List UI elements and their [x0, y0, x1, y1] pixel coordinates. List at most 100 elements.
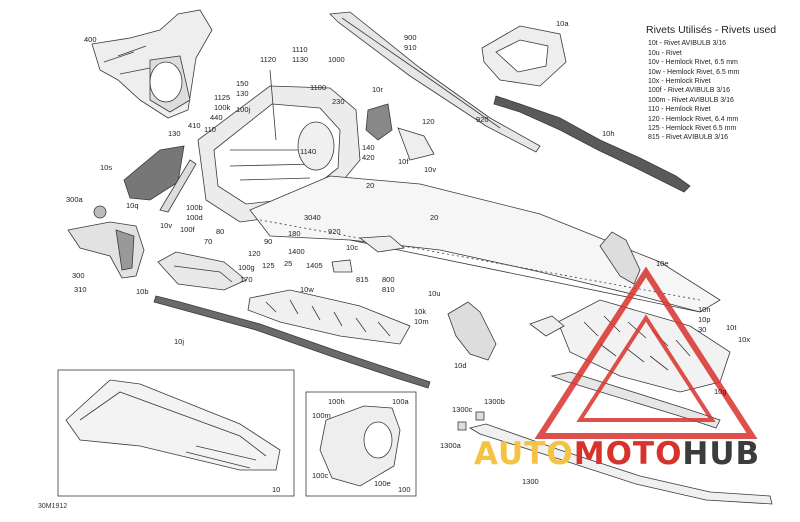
callout-label: 100e: [374, 479, 391, 488]
callout-label: 10c: [346, 243, 359, 252]
knob-300a: [93, 205, 107, 219]
callout-label: 920: [476, 115, 489, 124]
callout-label: 1130: [292, 55, 309, 64]
callout-label: 70: [204, 237, 213, 246]
callout-label: 1300: [522, 477, 539, 486]
callout-label: 10d: [454, 361, 467, 370]
callout-label: 100k: [214, 103, 231, 112]
callout-label: 130: [236, 89, 249, 98]
callout-label: 100b: [186, 203, 203, 212]
callout-label: 400: [84, 35, 97, 44]
callout-label: 10g: [714, 387, 727, 396]
legend-row: 110 - Hemlock Rivet: [648, 106, 711, 114]
plate-10b: [157, 251, 247, 291]
callout-label: 120: [248, 249, 261, 258]
callout-label: 1300a: [440, 441, 461, 450]
callout-label: 310: [74, 285, 87, 294]
callout-label: 130: [168, 129, 181, 138]
inset-tunnel-drawing: [65, 379, 281, 471]
steering-support-400: [91, 9, 213, 119]
callout-label: 100f: [180, 225, 195, 234]
callout-label: 10h: [602, 129, 615, 138]
rivet-legend: Rivets Utilisés - Rivets used 10t - Rive…: [640, 24, 777, 143]
bracket-10d: [447, 301, 497, 361]
callout-label: 140: [362, 143, 375, 152]
legend-row: 10u - Rivet: [648, 49, 682, 57]
callout-label: 10: [272, 485, 281, 494]
legend-row: 10w - Hemlock Rivet, 6.5 mm: [648, 68, 740, 76]
rail-900: [329, 11, 541, 153]
callout-label: 80: [216, 227, 225, 236]
callout-label: 180: [288, 229, 301, 238]
legend-title: Rivets Utilisés - Rivets used: [646, 24, 777, 36]
callout-label: 30: [698, 325, 707, 334]
legend-row: 10v - Hemlock Rivet, 6.5 mm: [648, 59, 738, 67]
callout-label: 100d: [186, 213, 203, 222]
callout-label: 1000: [328, 55, 345, 64]
callout-label: 230: [332, 97, 345, 106]
callout-label: 100j: [236, 105, 251, 114]
callout-label: 120: [422, 117, 435, 126]
callout-label: 110: [204, 125, 216, 134]
brace-10q: [159, 159, 197, 213]
callout-label: 440: [210, 113, 223, 122]
callout-label: 10t: [726, 323, 737, 332]
callout-label: 810: [382, 285, 395, 294]
part-10f: [397, 127, 435, 161]
callout-label: 100g: [238, 263, 255, 272]
callout-label: 10m: [414, 317, 429, 326]
legend-row: 125 - Hemlock Rivet 6.5 mm: [648, 125, 737, 133]
callout-label: 3040: [304, 213, 321, 222]
rail-1300: [468, 423, 773, 505]
inset-box-10: [57, 369, 295, 497]
grid-plate-10w: [247, 289, 411, 345]
watermark-triangle: [534, 266, 758, 439]
callout-label: 10j: [174, 337, 185, 346]
callout-label: 300: [72, 271, 85, 280]
footrest-300: [67, 221, 145, 279]
plate-10n: [529, 315, 565, 337]
callout-label: 100c: [312, 471, 329, 480]
callout-label: 20: [366, 181, 375, 190]
callout-label: 815: [356, 275, 369, 284]
callout-label: 10e: [656, 259, 669, 268]
callout-label: 300a: [66, 195, 83, 204]
legend-row: 100m - Rivet AVIBULB 3/16: [648, 96, 734, 104]
callout-label: 10r: [372, 85, 383, 94]
callout-label: 1120: [260, 55, 277, 64]
legend-row: 10x - Hemlock Rivet: [648, 78, 711, 86]
callout-label: 1300b: [484, 397, 505, 406]
callout-label: 1140: [300, 147, 317, 156]
watermark-logo: AUTOMOTOHUB: [474, 436, 760, 472]
callout-label: 150: [236, 79, 249, 88]
callout-label: 1110: [292, 45, 308, 54]
rail-10h: [493, 95, 691, 193]
callout-label: 1300c: [452, 405, 473, 414]
callout-label: 10v: [160, 221, 173, 230]
inset-box-100: [305, 391, 417, 497]
callout-label: 100: [398, 485, 411, 494]
callout-label: 10n: [698, 305, 711, 314]
callout-label: 10a: [556, 19, 569, 28]
callout-label: 800: [382, 275, 395, 284]
legend-row: 120 - Hemlock Rivet, 6.4 mm: [648, 115, 739, 123]
callout-label: 10x: [738, 335, 751, 344]
legend-row: 10t - Rivet AVIBULB 3/16: [648, 40, 727, 48]
callout-label: 10w: [300, 285, 314, 294]
part-10r: [365, 103, 393, 141]
callout-label: 25: [284, 259, 293, 268]
callout-label: 420: [362, 153, 375, 162]
callout-label: 20: [430, 213, 439, 222]
callout-label: 10p: [698, 315, 711, 324]
callout-label: 100m: [312, 411, 331, 420]
callout-label: 900: [404, 33, 417, 42]
callout-label: 170: [240, 275, 253, 284]
clip-1300b: [475, 411, 485, 421]
plate-800: [358, 235, 405, 253]
legend-row: 815 - Rivet AVIBULB 3/16: [648, 134, 729, 142]
legend-row: 100f - Rivet AVIBULB 3/16: [648, 87, 730, 95]
callout-label: 1400: [288, 247, 305, 256]
callout-label: 10u: [428, 289, 441, 298]
watermark-part: HUB: [682, 436, 761, 472]
